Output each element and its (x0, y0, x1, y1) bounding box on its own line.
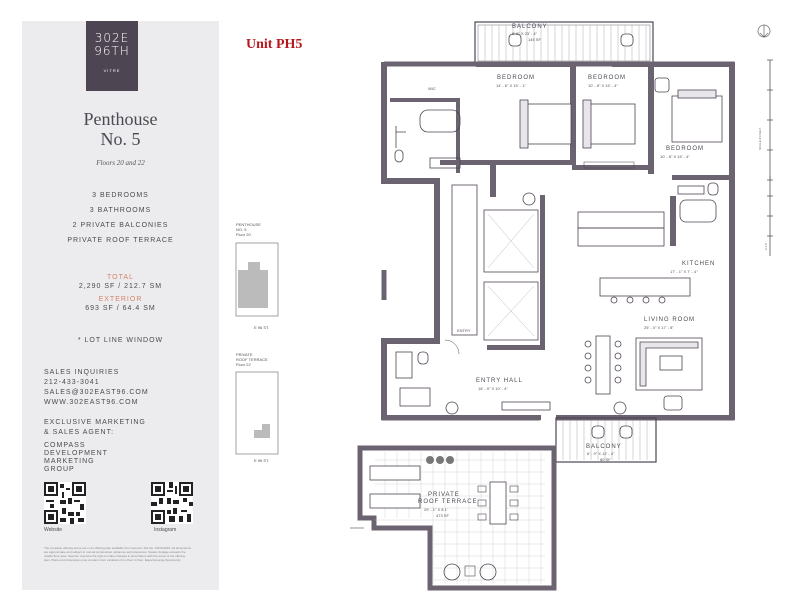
agent-name-line: DEVELOPMENT (44, 450, 108, 457)
kitchen-dim: 17' - 1" X 7' - 4" (670, 269, 698, 274)
agent-line-1: EXCLUSIVE MARKETING (44, 419, 146, 426)
key-plan-penthouse (235, 242, 279, 317)
agent-line-2: & SALES AGENT: (44, 429, 115, 436)
brand-line-2: 96TH (94, 44, 130, 58)
agent-name-line: COMPASS (44, 442, 86, 449)
key-plan-penthouse-label: PENTHOUSE NO. 5 Floor 20 (236, 222, 261, 237)
living-furniture (444, 335, 703, 415)
bedroom-furniture (519, 77, 723, 169)
sales-website[interactable]: WWW.302EAST96.COM (44, 399, 139, 406)
kitchen-fixtures (577, 196, 691, 304)
website-qr-label: Website (44, 527, 62, 533)
sales-email[interactable]: SALES@302EAST96.COM (44, 389, 149, 396)
penthouse-title-line-2: No. 5 (100, 129, 141, 149)
balcony-top-label: BALCONY (512, 24, 548, 30)
north-arrow-icon (757, 24, 771, 38)
agent-name-line: GROUP (44, 466, 75, 473)
feature-roof-terrace: PRIVATE ROOF TERRACE (67, 237, 174, 244)
penthouse-title: Penthouse No. 5 (22, 109, 219, 149)
scale-ticks: 0 4 8 (764, 243, 768, 250)
living-room-label: LIVING ROOM (644, 317, 696, 323)
sales-label: SALES INQUIRIES (44, 369, 120, 376)
balcony-top-area: 145 SF (528, 37, 541, 42)
website-qr-icon[interactable] (44, 482, 86, 524)
bedroom-2-label: BEDROOM (588, 75, 627, 81)
balcony-top (474, 21, 654, 65)
bedroom-2-dim: 10' - 8" X 15' - 4" (588, 83, 618, 88)
balcony-bottom (555, 417, 657, 463)
elevator-core (451, 184, 539, 341)
total-value: 2,290 SF / 212.7 SM (78, 283, 163, 290)
key-plan-line: NO. 5 (236, 227, 247, 232)
living-room-dim: 25' - 0" X 17' - 8" (644, 325, 674, 330)
balcony-top-dim: 8' 6" X 23' - 4" (512, 31, 538, 36)
penthouse-title-line-1: Penthouse (83, 109, 158, 129)
bedroom-1-dim: 14' - 6" X 15' - 1" (496, 83, 526, 88)
entry-hall-label: ENTRY HALL (476, 378, 523, 384)
kitchen-label: KITCHEN (682, 261, 716, 267)
balcony-bottom-area: 80 SF (600, 457, 611, 462)
scale-bar (767, 59, 773, 256)
agent-name-line: MARKETING (44, 458, 95, 465)
balcony-bottom-dim: 6' - 9" X 12' - 4" (587, 451, 615, 456)
roof-terrace-label-2: ROOF TERRACE (418, 499, 478, 505)
brand-logo: 302E 96TH VITRE (86, 21, 138, 91)
sales-phone[interactable]: 212-433-3041 (44, 379, 100, 386)
scale-label: SCALE IN FEET (758, 127, 762, 150)
brand-line-1: 302E (94, 31, 130, 45)
key-plan-line: PRIVATE (236, 352, 253, 357)
entry-label: ENTRY (457, 328, 471, 333)
roof-terrace-label-1: PRIVATE (428, 492, 460, 498)
exterior-label: EXTERIOR (98, 296, 143, 303)
brand-line-3: VITRE (103, 68, 121, 73)
key-plan-line: ROOF TERRACE (236, 357, 268, 362)
bedroom-3-dim: 10' - 8" X 15' - 4" (660, 154, 690, 159)
bathroom-fixtures (394, 109, 719, 407)
exterior-value: 693 SF / 64.4 SM (85, 305, 156, 312)
instagram-qr-label: Instagram (154, 527, 177, 533)
key-plan-penthouse-street: E 96 ST. (254, 325, 270, 330)
roof-terrace-dim: 29' - 1" X 8 1' (424, 507, 448, 512)
legal-disclaimer: The complete offering terms are in an of… (44, 546, 191, 562)
bedroom-1-label: BEDROOM (497, 75, 536, 81)
floors-text: Floors 20 and 22 (96, 159, 145, 167)
key-plan-line: PENTHOUSE (236, 222, 261, 227)
balcony-bottom-label: BALCONY (586, 444, 622, 450)
feature-bathrooms: 3 BATHROOMS (89, 207, 152, 214)
wic-label: WIC (428, 86, 436, 91)
bedroom-3-label: BEDROOM (666, 146, 705, 152)
total-label: TOTAL (107, 274, 134, 281)
key-plan-roof-street: E 96 ST. (254, 458, 270, 463)
agent-name: COMPASS DEVELOPMENT MARKETING GROUP (44, 442, 108, 474)
lot-line-note: * LOT LINE WINDOW (77, 337, 164, 344)
entry-hall-dim: 16' - 9" X 10' - 4" (478, 386, 508, 391)
roof-terrace-area: 473 SF (436, 513, 449, 518)
key-plan-roof-label: PRIVATE ROOF TERRACE Floor 22 (236, 352, 268, 367)
key-plan-line: Floor 20 (236, 232, 251, 237)
feature-balconies: 2 PRIVATE BALCONIES (72, 222, 169, 229)
unit-title: Unit PH5 (246, 37, 303, 52)
key-plan-line: Floor 22 (236, 362, 251, 367)
feature-bedrooms: 3 BEDROOMS (92, 192, 149, 199)
key-plan-roof (235, 371, 279, 455)
roof-terrace (350, 445, 557, 591)
instagram-qr-icon[interactable] (151, 482, 193, 524)
